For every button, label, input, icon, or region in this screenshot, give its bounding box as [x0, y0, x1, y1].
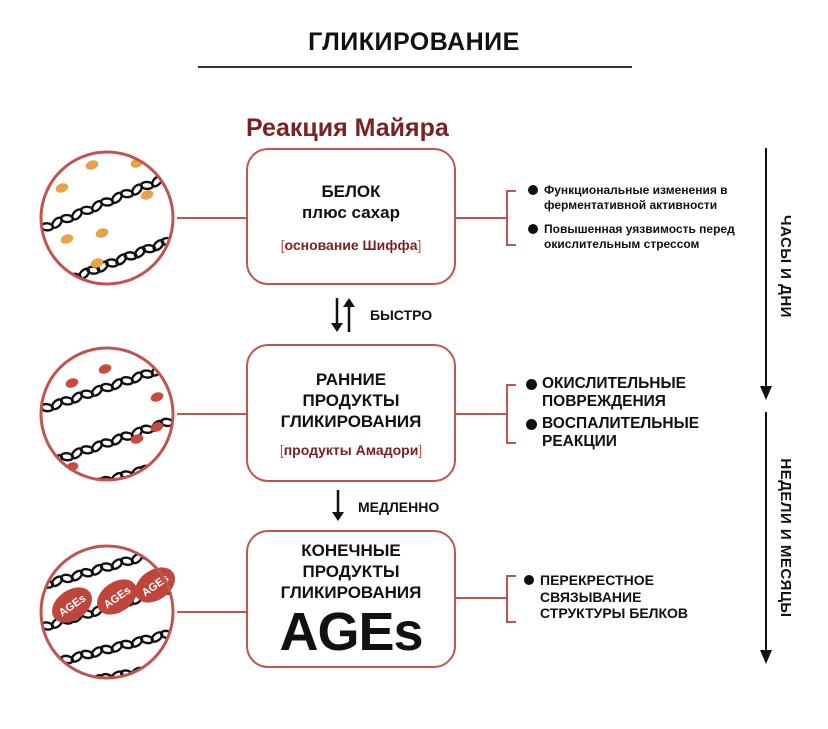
chain-link: [149, 276, 165, 284]
timeline-arrow-upper-icon: [760, 148, 772, 400]
chain-link: [70, 677, 84, 678]
effects-list-3: ПЕРЕКРЕСТНОЕ СВЯЗЫВАНИЕ СТРУКТУРЫ БЕЛКОВ: [524, 572, 709, 622]
chain-link: [150, 662, 164, 675]
chain-link: [80, 287, 94, 300]
effect-item: Функциональные изменения в ферментативно…: [528, 183, 753, 213]
circle-border-3: [39, 544, 175, 680]
double-arrow-icon: [331, 298, 355, 332]
chain-link: [79, 676, 95, 678]
molecule-dot: [130, 434, 144, 444]
chain-link: [41, 581, 44, 593]
molecule-dot: [55, 183, 69, 193]
connector-circle-1: [177, 217, 246, 219]
chain-link: [159, 459, 173, 469]
ages-blob: [135, 567, 175, 603]
chain-link: [59, 274, 72, 284]
stage-title-2: РАННИЕ ПРОДУКТЫ ГЛИКИРОВАНИЯ: [280, 369, 422, 431]
effect-item: ПЕРЕКРЕСТНОЕ СВЯЗЫВАНИЕ СТРУКТУРЫ БЕЛКОВ: [524, 572, 709, 622]
chain-link: [140, 277, 154, 284]
timeline-label-weeks-months: НЕДЕЛИ И МЕСЯЦЫ: [777, 458, 794, 618]
chain-link: [129, 279, 145, 284]
molecule-dot: [150, 392, 164, 402]
chain-link: [170, 659, 173, 671]
chain-link: [170, 166, 173, 180]
connector-effects-2: [456, 413, 506, 415]
chain-link: [81, 482, 94, 491]
chain-link: [90, 286, 103, 296]
circle-protein-sugar: [39, 150, 175, 296]
connector-effects-3: [456, 597, 506, 599]
connector-effects-1: [456, 217, 506, 219]
page-title: ГЛИКИРОВАНИЕ: [308, 28, 520, 56]
chain-link: [41, 281, 54, 284]
bracket-effects-3: [506, 575, 516, 623]
chain-link: [70, 482, 84, 495]
chain-link: [41, 661, 44, 673]
molecule-dot: [140, 190, 154, 200]
effect-item: Повышенная уязвимость перед окислительны…: [528, 222, 753, 252]
ages-big-label: AGEs: [279, 601, 423, 662]
stage-title-3: КОНЕЧНЫЕ ПРОДУКТЫ ГЛИКИРОВАНИЯ: [280, 540, 422, 602]
title-underline: [198, 66, 632, 68]
circle-border-2: [39, 346, 175, 482]
chain-link: [60, 680, 73, 690]
connector-circle-3: [177, 611, 246, 613]
chain-link: [159, 362, 173, 373]
transition-label-slow: МЕДЛЕННО: [358, 499, 440, 515]
chain-link: [41, 458, 55, 469]
ages-blob: [52, 587, 92, 623]
chain-link: [170, 455, 173, 467]
chain-link: [169, 273, 173, 283]
ages-blob: [97, 579, 137, 615]
bracket-effects-2: [506, 384, 516, 444]
chain-link: [159, 172, 173, 182]
effects-list-2: ОКИСЛИТЕЛЬНЫЕ ПОВРЕЖДЕНИЯ ВОСПАЛИТЕЛЬНЫЕ…: [526, 375, 736, 455]
chain-link: [160, 274, 173, 284]
molecule-dot: [60, 234, 74, 244]
reaction-subtitle: Реакция Майяра: [246, 114, 449, 142]
chain-link: [150, 546, 164, 559]
effect-item: ОКИСЛИТЕЛЬНЫЕ ПОВРЕЖДЕНИЯ: [526, 375, 736, 411]
transition-label-fast: БЫСТРО: [370, 307, 433, 323]
stage-note-1: [основание Шиффа]: [280, 236, 422, 253]
timeline-label-hours-days: ЧАСЫ И ДНИ: [777, 215, 794, 318]
circle-border-1: [39, 150, 175, 286]
chain-link: [159, 661, 173, 672]
connector-circle-2: [177, 413, 246, 415]
stage-box-early-products: РАННИЕ ПРОДУКТЫ ГЛИКИРОВАНИЯ [продукты А…: [246, 344, 456, 482]
chain-link: [159, 546, 173, 555]
chain-link: [170, 546, 173, 553]
stage-title-1: БЕЛОК плюс сахар: [302, 181, 400, 222]
chain-link: [170, 357, 173, 371]
chain-link: [49, 279, 64, 284]
chain-link: [41, 460, 44, 474]
molecule-dot: [150, 422, 164, 432]
molecule-dot: [98, 364, 112, 374]
bracket-effects-1: [506, 190, 516, 246]
molecule-dot: [95, 228, 109, 238]
stage-note-2: [продукты Амадори]: [279, 441, 423, 458]
chains-3: [41, 546, 173, 694]
stage-box-ages: КОНЕЧНЫЕ ПРОДУКТЫ ГЛИКИРОВАНИЯ AGEs: [246, 530, 456, 668]
effects-list-1: Функциональные изменения в ферментативно…: [528, 183, 753, 261]
down-arrow-icon: [332, 490, 344, 521]
molecule-dot: [90, 258, 104, 268]
chain-link: [41, 659, 55, 670]
circle-early-products: [39, 346, 175, 491]
molecule-dot: [85, 160, 99, 170]
chain-link: [50, 681, 64, 694]
timeline-arrow-lower-icon: [760, 412, 772, 664]
stage-box-protein-sugar: БЕЛОК плюс сахар [основание Шиффа]: [246, 148, 456, 285]
molecule-dot: [65, 378, 79, 388]
effect-item: ВОСПАЛИТЕЛЬНЫЕ РЕАКЦИИ: [526, 415, 736, 451]
